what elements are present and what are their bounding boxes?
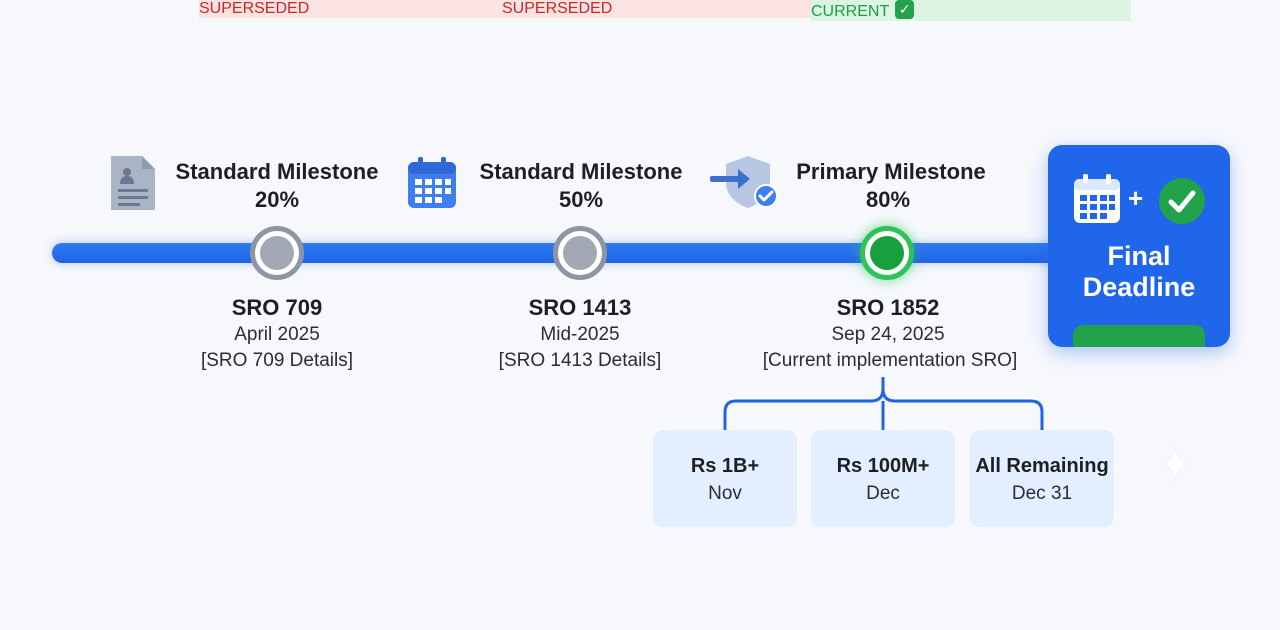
milestone-date: Sep 24, 2025 <box>831 324 945 345</box>
milestone-percent: 20% <box>254 187 300 212</box>
plus-icon: + <box>1128 183 1144 213</box>
sub-deadline-date: Dec <box>866 483 900 504</box>
calendar-icon <box>1074 174 1120 223</box>
sub-deadline-date: Nov <box>708 483 742 504</box>
sro-details-link[interactable]: [SRO 1413 Details] <box>498 350 662 371</box>
sub-deadline-amount: Rs 1B+ <box>690 455 760 477</box>
final-deadline-title: Final Deadline <box>1048 241 1230 303</box>
status-badge-superseded: SUPERSEDED <box>502 0 822 18</box>
sub-deadline-card[interactable]: Rs 100M+ Dec <box>811 430 955 527</box>
shield-check-icon <box>710 156 778 208</box>
final-title-line2: Deadline <box>1082 272 1196 302</box>
calendar-icon <box>408 157 456 208</box>
sro-label: SRO 1852 <box>836 295 940 320</box>
status-badge-current: CURRENT ✓ <box>811 0 1131 21</box>
sub-deadline-date: Dec 31 <box>1011 483 1073 504</box>
sub-deadline-card[interactable]: Rs 1B+ Nov <box>653 430 797 527</box>
status-badge-superseded: SUPERSEDED <box>199 0 519 18</box>
milestone-date: April 2025 <box>234 324 320 345</box>
milestone-date: Mid-2025 <box>540 324 620 345</box>
check-circle-icon <box>1159 178 1205 224</box>
sro-label: SRO 1413 <box>528 295 632 320</box>
current-milestone-node[interactable] <box>860 226 914 280</box>
sub-deadline-card[interactable]: All Remaining Dec 31 <box>970 430 1114 527</box>
milestone-title: Standard Milestone <box>479 159 683 184</box>
status-badge-label: CURRENT <box>811 3 890 20</box>
sro-label: SRO 709 <box>231 295 323 320</box>
milestone-node[interactable] <box>250 226 304 280</box>
milestone-percent: 80% <box>865 187 911 212</box>
final-deadline-bar <box>1073 325 1205 347</box>
sparkle-icon <box>1161 445 1189 483</box>
milestone-percent: 50% <box>558 187 604 212</box>
sro-details-link[interactable]: [SRO 709 Details] <box>200 350 354 371</box>
sub-deadline-amount: Rs 100M+ <box>836 455 930 477</box>
final-title-line1: Final <box>1107 241 1171 271</box>
milestone-title: Primary Milestone <box>796 159 986 184</box>
document-icon <box>111 156 155 210</box>
milestone-node[interactable] <box>553 226 607 280</box>
sub-deadline-amount: All Remaining <box>975 455 1109 477</box>
sro-details-link[interactable]: [Current implementation SRO] <box>762 350 1018 371</box>
milestone-title: Standard Milestone <box>175 159 379 184</box>
check-box-icon: ✓ <box>895 0 915 19</box>
final-deadline-card[interactable]: Final Deadline <box>1048 145 1230 347</box>
